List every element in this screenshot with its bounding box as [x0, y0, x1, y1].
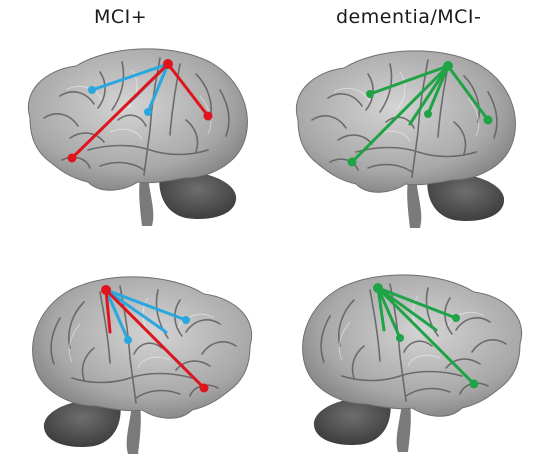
hub-node-green: [373, 283, 383, 293]
connection-line-red: [104, 288, 206, 390]
connection-line-green: [376, 286, 458, 320]
panel-top-left: [27, 48, 249, 227]
connections-top-right: [350, 64, 490, 164]
panel-bottom-left: [31, 276, 253, 455]
hub-node-green: [443, 61, 453, 71]
node-green: [483, 115, 493, 125]
node-green: [424, 110, 432, 118]
column-title-dementia-mci-minus: dementia/MCI-: [336, 6, 482, 28]
connection-line-red: [166, 62, 210, 118]
connection-line-blue: [104, 288, 168, 334]
node-red: [203, 111, 213, 121]
connection-line-green: [376, 286, 402, 340]
node-red: [67, 153, 77, 163]
connection-line-green: [376, 286, 476, 386]
connection-line-green: [376, 286, 438, 332]
connection-line-blue: [90, 62, 170, 92]
connection-line-green: [426, 64, 450, 116]
node-green: [396, 334, 404, 342]
connections-top-left: [70, 62, 210, 160]
node-blue: [124, 336, 132, 344]
node-green: [366, 90, 374, 98]
brain-left-hemisphere: [295, 50, 517, 229]
connection-line-blue: [104, 288, 188, 322]
column-title-mci-plus: MCI+: [94, 6, 148, 28]
node-green: [469, 379, 479, 389]
connection-line-green: [350, 64, 450, 164]
panel-top-right: [295, 50, 517, 229]
node-blue: [182, 316, 190, 324]
node-green: [347, 157, 357, 167]
connection-line-blue: [146, 62, 170, 114]
connections-bottom-left: [104, 288, 206, 390]
panel-bottom-right: [301, 274, 523, 453]
connection-line-green: [376, 286, 386, 332]
connection-line-green: [446, 64, 490, 122]
hub-node-red: [163, 59, 173, 69]
connection-line-red: [104, 288, 112, 334]
node-blue: [88, 86, 96, 94]
connection-line-blue: [104, 288, 130, 342]
node-green: [452, 314, 460, 322]
connection-line-green: [408, 64, 450, 126]
node-blue: [144, 108, 152, 116]
connections-bottom-right: [376, 286, 476, 386]
node-red: [199, 383, 209, 393]
connection-line-green: [368, 64, 450, 96]
connection-line-red: [70, 62, 170, 160]
hub-node-red: [101, 285, 111, 295]
